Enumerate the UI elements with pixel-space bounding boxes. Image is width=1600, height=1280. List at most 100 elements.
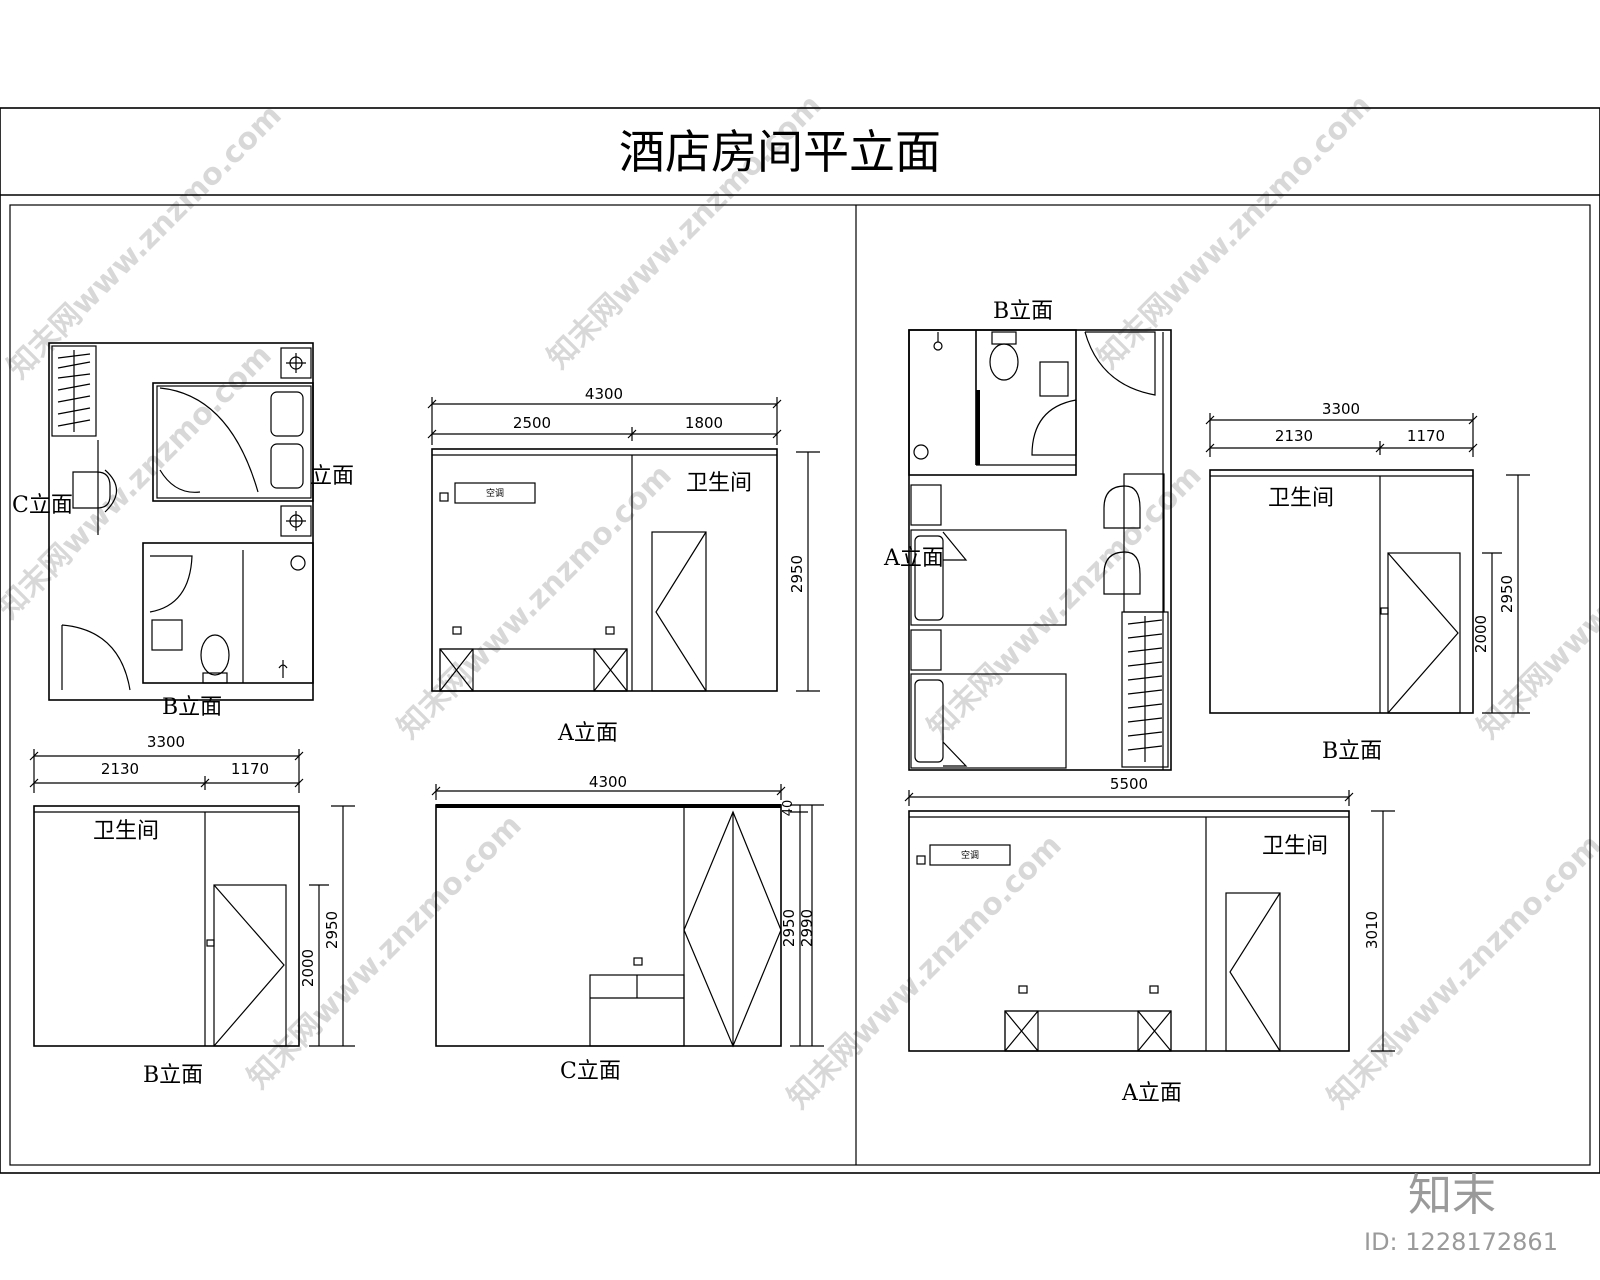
watermark: 知末网www.znzmo.com [781, 828, 1069, 1116]
dim-height-2: 2990 [798, 909, 816, 947]
bathroom-walls [142, 542, 314, 684]
dim-door: 2000 [299, 949, 317, 987]
floor-drain [913, 444, 929, 460]
dim-total: 5500 [1110, 775, 1148, 793]
wardrobe-hangers [57, 353, 91, 427]
dim-height: 2950 [323, 911, 341, 949]
sheet-title: 酒店房间平立面 [619, 125, 941, 179]
plan-label-a: A立面 [883, 546, 944, 571]
nightstand [1137, 1010, 1172, 1052]
elevation-label: A立面 [557, 721, 618, 746]
bathroom-door-swing [149, 555, 193, 613]
socket-icon [1018, 985, 1028, 994]
ac-unit [454, 482, 536, 504]
nightstand [439, 648, 474, 692]
door-swing-mark [213, 884, 285, 1047]
bathroom-door [1387, 552, 1461, 714]
door-swing-mark [1229, 892, 1281, 1052]
watermark: 知末网www.znzmo.com [1471, 458, 1600, 746]
right-b-elevation: 3300 2130 1170 卫生间 2000 2950 B立面 [1205, 400, 1530, 764]
height-dim-ticks [796, 451, 820, 692]
dim-total: 4300 [589, 773, 627, 791]
nightstand-cross [439, 648, 474, 692]
dim-top: 40 [781, 800, 796, 817]
wall-outline [1209, 469, 1474, 714]
plan-label-a: 立面 [310, 464, 354, 489]
dim-total: 3300 [147, 733, 185, 751]
wardrobe-hangers [1127, 619, 1163, 751]
elevation-label: B立面 [143, 1063, 203, 1088]
height-dim-ticks [790, 804, 824, 1047]
lamp-cross [286, 353, 306, 373]
pillow-bottom [270, 443, 304, 489]
toilet-tank [202, 672, 228, 684]
nightstand-top [280, 347, 312, 379]
left-b-elevation: 3300 2130 1170 卫生间 2000 2950 B立面 [29, 733, 355, 1088]
ac-unit [929, 844, 1011, 866]
nightstand-bottom [280, 505, 312, 537]
watermark: 知末网www.znzmo.com [0, 338, 279, 626]
bed-sheet-fold [159, 387, 259, 493]
door-swing-mark [655, 531, 707, 692]
pillow [914, 679, 944, 763]
dim-ticks [904, 790, 1354, 806]
toilet [200, 634, 230, 676]
socket-icon [605, 626, 615, 635]
dim-ticks [29, 749, 304, 793]
toilet [989, 343, 1019, 381]
dim-segment: 2500 [513, 414, 551, 432]
brand-logo: 知末 [1408, 1170, 1496, 1221]
door-handle [206, 939, 215, 947]
wardrobe [51, 345, 97, 437]
dim-height: 3010 [1363, 911, 1381, 949]
height-dim-ticks [1482, 474, 1530, 714]
dim-ticks [431, 784, 786, 800]
pillow [914, 535, 944, 621]
bed [910, 529, 1067, 626]
watermark: 知末网www.znzmo.com [1321, 828, 1600, 1116]
nightstand-cross [1004, 1010, 1039, 1052]
chair-icon [72, 471, 111, 509]
dim-total: 4300 [585, 385, 623, 403]
nightstand [910, 484, 942, 526]
chair-icon [1103, 551, 1141, 595]
switch-icon [916, 855, 926, 865]
left-c-elevation: 4300 40 2950 2990 C立面 [431, 773, 824, 1084]
height-dim-ticks [1371, 810, 1395, 1052]
inner-frame [9, 204, 1591, 1166]
dim-segment: 1170 [1407, 427, 1445, 445]
dim-segment: 1170 [231, 760, 269, 778]
socket-icon [1149, 985, 1159, 994]
right-a-elevation: 5500 空调 卫生间 3010 A立面 [904, 775, 1395, 1106]
dim-height: 2950 [1498, 575, 1516, 613]
nightstand [593, 648, 628, 692]
bathroom-door [213, 884, 287, 1047]
dim-segment: 2130 [101, 760, 139, 778]
plan-label-b: B立面 [162, 695, 222, 720]
ac-label: 空调 [486, 487, 504, 499]
chair-icon [1103, 485, 1141, 529]
watermark: 知末网www.znzmo.com [921, 458, 1209, 746]
bed-sheet-fold [942, 741, 968, 767]
ac-label: 空调 [961, 849, 979, 861]
dim-segment: 1800 [685, 414, 723, 432]
height-dim-ticks [309, 805, 355, 1047]
socket-icon [633, 957, 643, 966]
bed-sheet-fold [942, 531, 968, 561]
switch-icon [439, 492, 449, 502]
headboard-panel [1004, 1010, 1172, 1052]
bathroom-door-swing [1031, 399, 1077, 456]
elevation-label: B立面 [1322, 739, 1382, 764]
bed [152, 382, 314, 502]
left-floor-plan: C立面 立面 B立面 [12, 342, 354, 720]
left-a-elevation: 4300 2500 1800 空调 卫生间 2950 A立面 [427, 385, 820, 746]
wall-outline [33, 805, 300, 1047]
dim-ticks [1205, 413, 1478, 457]
floor-drain [290, 555, 306, 571]
nightstand-cross [593, 648, 628, 692]
entrance-door-swing [1084, 331, 1156, 396]
shower-head [933, 341, 943, 351]
entrance-door-swing [61, 624, 131, 691]
dim-height-1: 2950 [780, 909, 798, 947]
room-label: 卫生间 [1268, 486, 1334, 511]
